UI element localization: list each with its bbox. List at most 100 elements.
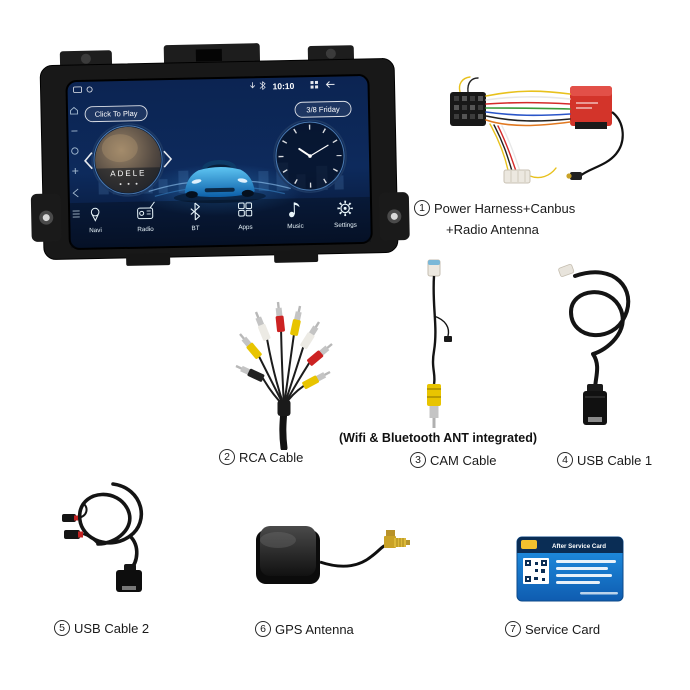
car-graphic [148,159,291,204]
gps-antenna-photo [256,526,410,584]
power-connector [450,92,486,126]
gps-cable [319,542,389,568]
cam-cable [398,256,473,434]
qr-code [523,558,549,584]
usb2-connector [116,564,142,592]
item-number-badge: 2 [219,449,235,465]
side-nav-strip[interactable] [70,106,80,218]
dock-item-radio[interactable]: Radio [137,201,155,233]
power-harness [420,72,635,197]
card-text-lines [556,560,618,595]
service-card-photo: After Service Card [516,536,624,602]
dock-label: Radio [137,226,154,233]
clock-widget[interactable] [273,119,347,193]
dock-bar [69,196,371,249]
volume-up-icon[interactable] [72,168,79,175]
dock-item-apps[interactable]: Apps [238,202,253,231]
download-icon [250,82,256,89]
rca-cable-photo [235,301,333,452]
gps-antenna [240,500,410,600]
item-label-rca-cable: 2 RCA Cable [219,449,303,465]
rca-sleeve [277,400,291,416]
item-label-power-harness: 1 Power Harness+Canbus [414,200,575,216]
status-time: 10:10 [272,81,294,91]
item-label-usb-cable-2: 5 USB Cable 2 [54,620,149,636]
dock-label: Music [287,223,304,230]
screen-off-icon[interactable] [71,147,79,155]
dock-label: BT [191,225,199,232]
menu-icon[interactable] [72,210,80,218]
item-number-badge: 3 [410,452,426,468]
minute-hand [309,144,329,157]
antenna-cable [566,111,624,180]
dock: Navi Radio BT [89,200,357,234]
canbus-box [570,86,612,129]
date-chip[interactable]: 3/8 Friday [294,100,352,118]
record-icon [86,86,93,93]
music-widget[interactable]: ADELE [84,123,173,197]
dock-label: Navi [89,227,102,234]
accessory-plug [503,169,531,184]
gps-module [256,526,320,584]
item-number-badge: 4 [557,452,573,468]
cam-cable-wire [431,275,437,385]
card-title: After Service Card [552,543,606,550]
prev-track-icon[interactable] [84,152,93,170]
item-label-text: Service Card [525,621,601,637]
apps-status-icon [310,80,319,89]
power-harness-photo [450,76,624,184]
card-header [517,537,623,553]
item-number-badge: 5 [54,620,70,636]
usb-cable-1-photo [558,264,631,425]
harness-top-wires [458,76,479,93]
home-icon[interactable] [70,106,79,115]
usb-cable-1 [545,258,640,438]
click-to-play-label: Click To Play [95,109,138,119]
dock-label: Apps [238,224,253,231]
next-track-icon[interactable] [163,150,173,168]
usb2-left-plugs [62,503,99,545]
click-to-play-chip[interactable]: Click To Play [84,105,148,123]
item-number-badge: 6 [255,621,271,637]
rca-cable [222,282,347,452]
item-number-badge: 7 [505,621,521,637]
item-label-text: CAM Cable [430,452,497,468]
usb1-connector [583,384,607,425]
album-title: ADELE [110,169,146,179]
clock-center [308,154,312,158]
item-label-power-harness-line2: +Radio Antenna [446,222,539,237]
card-logo [521,540,537,549]
back-icon[interactable] [72,188,79,198]
item-label-usb-cable-1: 4 USB Cable 1 [557,452,652,468]
usb1-top-plug [558,264,575,277]
dock-item-navi[interactable]: Navi [89,207,102,234]
cam-cable-photo [427,259,452,428]
dock-item-settings[interactable]: Settings [334,200,357,229]
dock-item-music[interactable]: Music [287,202,304,230]
head-unit-photo: 10:10 Click To Play 3/8 Fri [30,43,410,266]
harness-wires [485,90,571,127]
cam-rca-connector [427,384,441,428]
item-label-gps-antenna: 6 GPS Antenna [255,621,354,637]
dock-label: Settings [334,222,357,229]
gps-sma-connector [384,530,410,548]
harness-branch-wires [489,123,557,179]
usb-cable-2 [58,470,153,612]
rca-plugs [235,301,333,390]
hour-hand [298,147,312,158]
screen-status-bar [73,80,335,93]
integration-note: (Wifi & Bluetooth ANT integrated) [338,431,537,445]
dock-item-bt[interactable]: BT [190,202,201,232]
album-art [95,126,162,194]
item-number-badge: 1 [414,200,430,216]
head-unit: 10:10 Click To Play 3/8 Fri [26,36,413,276]
service-card: After Service Card [516,536,624,604]
item-label-text: USB Cable 1 [577,452,653,468]
usb2-coil [78,482,144,546]
cam-top-connector-band [428,260,440,265]
item-label-service-card: 7 Service Card [505,621,600,637]
head-unit-screen: 10:10 Click To Play 3/8 Fri [65,74,373,250]
item-label-text: USB Cable 2 [74,620,150,636]
usb1-coil [568,270,631,356]
